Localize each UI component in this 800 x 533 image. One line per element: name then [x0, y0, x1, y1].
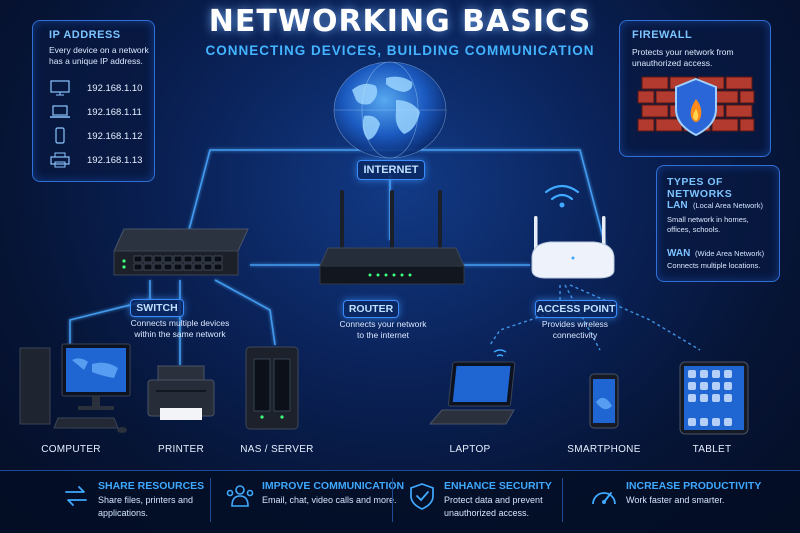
router-icon [319, 190, 465, 285]
laptop-label: LAPTOP [449, 444, 491, 455]
share-arrows-icon [65, 486, 87, 506]
nas-server-icon [245, 346, 299, 430]
switch-label: SWITCH [130, 299, 184, 317]
firewall-desc: Protects your network from unauthorized … [632, 47, 734, 68]
lan-desc: Small network in homes, offices, schools… [667, 215, 749, 234]
ap-to-laptop-link [489, 285, 561, 346]
switch-desc: Connects multiple devices within the sam… [130, 318, 230, 339]
laptop-device-icon [428, 349, 516, 425]
benefit-enhance-security: ENHANCE SECURITY Protect data and preven… [406, 478, 576, 524]
ip-row: 192.168.1.11 [49, 103, 142, 121]
ip-row: 192.168.1.13 [49, 151, 142, 169]
benefit-title: INCREASE PRODUCTIVITY [626, 480, 762, 492]
benefit-increase-productivity: INCREASE PRODUCTIVITY Work faster and sm… [588, 478, 768, 524]
benefit-text: Email, chat, video calls and more. [262, 495, 397, 505]
computer-icon [19, 343, 131, 433]
firewall-title: FIREWALL [632, 29, 693, 41]
ap-to-tablet-link [569, 284, 701, 351]
router-desc: Connects your network to the internet [339, 319, 427, 340]
benefits-bar [0, 470, 800, 533]
laptop-icon [50, 105, 70, 118]
wan-title: WAN [667, 248, 691, 259]
tablet-device-icon [679, 361, 749, 435]
benefit-text: Protect data and prevent unauthorized ac… [444, 495, 543, 518]
access-point-desc: Provides wireless connectivity [541, 319, 609, 340]
ip-address-panel: IP ADDRESS Every device on a network has… [32, 20, 155, 182]
benefit-share-resources: SHARE RESOURCES Share files, printers an… [60, 478, 230, 524]
people-icon [226, 485, 254, 507]
printer-device-icon [147, 365, 215, 420]
ip-panel-title: IP ADDRESS [49, 29, 121, 41]
lan-title: LAN [667, 200, 688, 211]
firewall-icon [637, 76, 755, 137]
benefit-separator [392, 478, 393, 522]
lan-subtitle: (Local Area Network) [693, 201, 764, 210]
benefit-title: ENHANCE SECURITY [444, 480, 552, 492]
tablet-label: TABLET [692, 444, 732, 455]
access-point-label: ACCESS POINT [535, 300, 617, 318]
switch-to-computer-line [69, 280, 151, 345]
ip-row: 192.168.1.12 [49, 127, 142, 145]
ip-row: 192.168.1.10 [49, 79, 142, 97]
firewall-panel: FIREWALL Protects your network from unau… [619, 20, 771, 157]
monitor-icon [50, 80, 70, 96]
nas-label: NAS / SERVER [240, 444, 314, 455]
shield-icon [410, 483, 434, 510]
page-title: NETWORKING BASICS [208, 4, 592, 39]
benefit-separator [562, 478, 563, 522]
ip-value: 192.168.1.11 [87, 106, 142, 118]
switch-to-nas-line [214, 279, 276, 346]
benefit-separator [210, 478, 211, 522]
globe-icon [333, 61, 447, 159]
access-point-icon [531, 184, 615, 279]
wan-desc: Connects multiple locations. [667, 261, 761, 270]
smartphone-label: SMARTPHONE [567, 444, 641, 455]
ip-value: 192.168.1.13 [87, 154, 143, 166]
ip-value: 192.168.1.10 [87, 82, 143, 94]
internet-to-switch-line [184, 149, 390, 246]
network-types-title: TYPES OF NETWORKS [667, 176, 733, 200]
benefit-improve-communication: IMPROVE COMMUNICATION Email, chat, video… [224, 478, 404, 524]
ip-panel-desc: Every device on a network has a unique I… [49, 45, 149, 66]
smartphone-device-icon [589, 373, 619, 429]
internet-to-ap-line [390, 149, 606, 246]
benefit-title: IMPROVE COMMUNICATION [262, 480, 405, 492]
printer-icon [50, 152, 70, 168]
speedometer-icon [592, 492, 616, 505]
network-types-panel: TYPES OF NETWORKS LAN (Local Area Networ… [656, 165, 780, 282]
ip-value: 192.168.1.12 [87, 130, 143, 142]
switch-icon [113, 228, 249, 276]
wan-subtitle: (Wide Area Network) [695, 249, 765, 258]
internet-label: INTERNET [357, 160, 425, 180]
phone-icon [55, 127, 65, 144]
computer-label: COMPUTER [41, 444, 101, 455]
router-label: ROUTER [343, 300, 399, 318]
page-subtitle: CONNECTING DEVICES, BUILDING COMMUNICATI… [205, 43, 595, 58]
benefit-title: SHARE RESOURCES [98, 480, 205, 492]
benefit-text: Work faster and smarter. [626, 495, 725, 505]
printer-label: PRINTER [158, 444, 204, 455]
benefit-text: Share files, printers and applications. [98, 495, 194, 518]
